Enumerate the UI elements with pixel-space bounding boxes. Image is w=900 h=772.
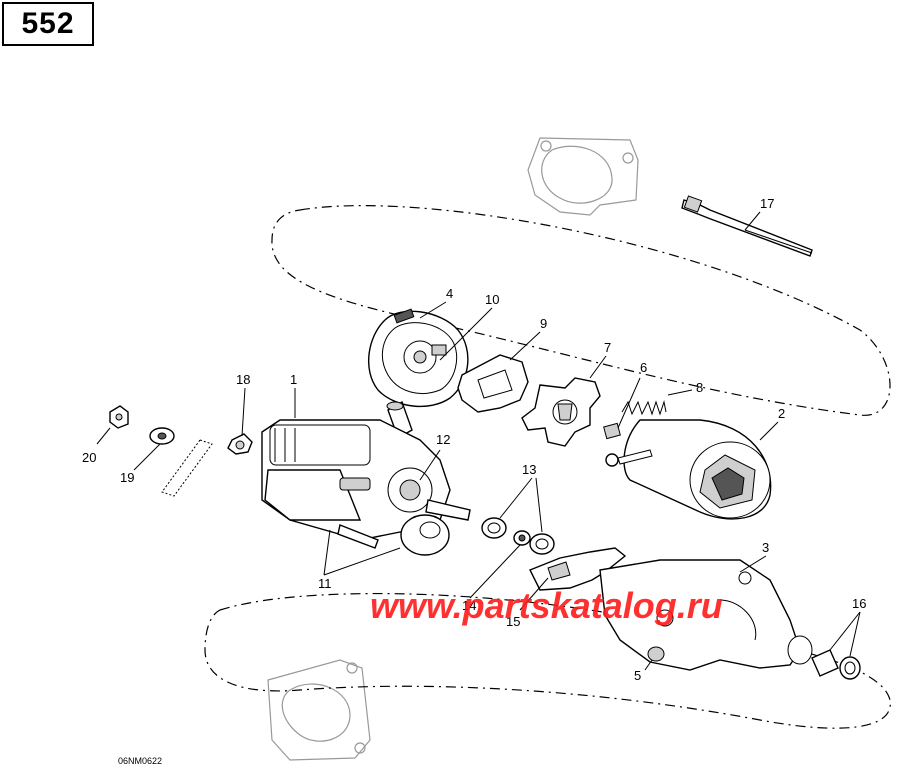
callout-16: 16 [852,596,866,611]
callout-3: 3 [762,540,769,555]
lower-mount-bracket-ghost [267,659,371,761]
pinion-cap [400,514,450,556]
drive-housing [599,559,813,671]
starter-motor [261,419,471,549]
brush [603,422,621,440]
callout-17: 17 [760,196,774,211]
callout-5: 5 [634,668,641,683]
upper-assembly-outline [271,205,891,416]
hex-nut [109,405,129,429]
gasket-plate [457,354,529,413]
housing-plug [647,646,665,662]
terminal-eyelet [605,449,653,467]
through-bolt [681,195,813,257]
leader-lines [96,211,861,671]
callout-6: 6 [640,360,647,375]
lower-assembly-outline [204,593,891,729]
thrust-washer [513,530,555,555]
callout-12: 12 [436,432,450,447]
watermark-text: www.partskatalog.ru [370,585,723,626]
callout-10: 10 [485,292,499,307]
callout-11: 11 [318,576,332,591]
end-cover [367,308,469,408]
callout-2: 2 [778,406,785,421]
page-number-badge: 552 [2,2,94,46]
bushing [481,517,507,539]
front-bushing [811,649,839,677]
brush-holder [521,377,601,447]
washer [149,427,175,445]
upper-mount-bracket-ghost [527,137,639,216]
terminal-nut [227,433,253,455]
callout-8: 8 [696,380,703,395]
callout-13: 13 [522,462,536,477]
brush-spring [621,400,667,416]
field-frame-housing [623,419,772,520]
callout-14: 14 [462,598,476,613]
callout-4: 4 [446,286,453,301]
callout-7: 7 [604,340,611,355]
shift-lever [529,547,627,591]
callout-1: 1 [290,372,297,387]
callout-18: 18 [236,372,250,387]
callout-15: 15 [506,614,520,629]
callout-20: 20 [82,450,96,465]
callout-19: 19 [120,470,134,485]
terminal-stud [161,439,213,497]
front-seal [839,656,861,680]
drawing-code: 06NM0622 [118,756,162,766]
callout-9: 9 [540,316,547,331]
